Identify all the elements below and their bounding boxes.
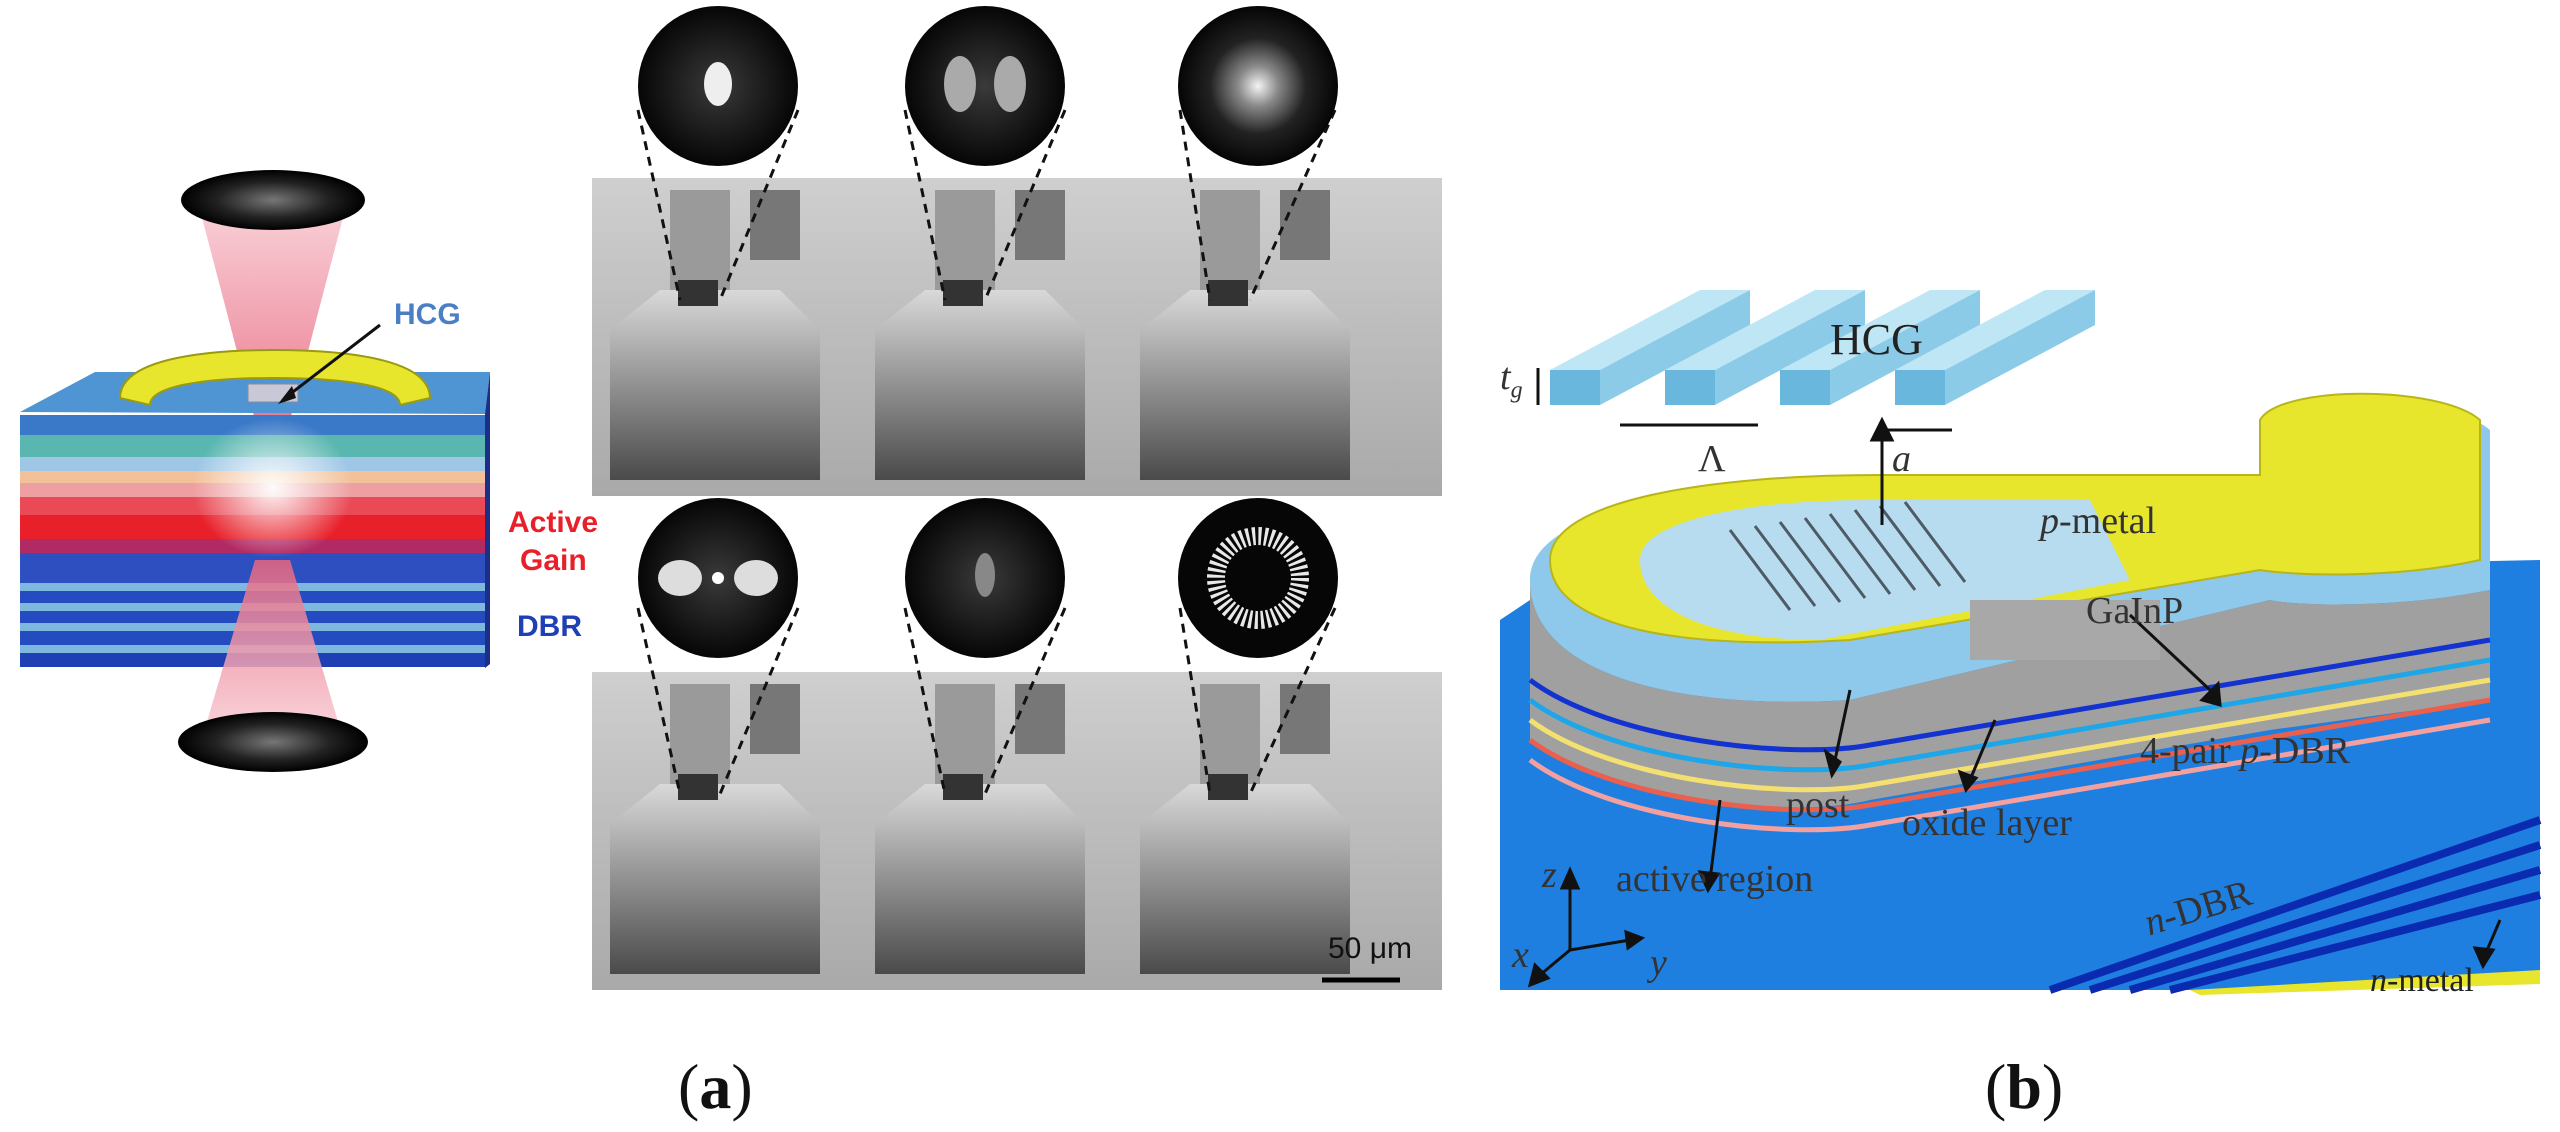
devices-bottom (610, 684, 1350, 974)
scale-bar-label: 50 μm (1328, 932, 1412, 965)
output-beam-bottom (200, 560, 345, 745)
mode-images-bottom (638, 498, 1338, 658)
label-n-metal: n-metal (2370, 962, 2474, 999)
label-gain: Gain (520, 544, 587, 577)
axis-label-z: z (1542, 854, 1557, 896)
ring-contact (118, 348, 432, 407)
caption-b: (b) (1985, 1051, 2064, 1122)
hcg-grating-small (1728, 501, 1967, 611)
zoom-cones-bottom (636, 607, 1337, 795)
far-field-spot-bottom (178, 712, 368, 772)
label-tg: tg (1500, 356, 1523, 404)
label-lambda: Λ (1698, 438, 1726, 480)
hcg-bars (1550, 290, 2095, 405)
devices-top (610, 190, 1350, 480)
mode-images-top (638, 6, 1338, 166)
label-p-dbr: 4-pair p-DBR (2140, 730, 2351, 772)
label-dbr: DBR (517, 610, 582, 643)
hcg-vcsel-schematic (20, 170, 490, 772)
label-post: post (1786, 784, 1850, 826)
label-hcg: HCG (394, 298, 461, 331)
label-gainp: GaInP (2086, 590, 2184, 632)
annotation-arrows (1527, 368, 2502, 988)
label-active: Active (508, 506, 599, 539)
panel-a-sem (592, 6, 1442, 990)
label-oxide: oxide layer (1902, 802, 2072, 844)
output-beam-top (200, 210, 345, 420)
n-metal-stripe (2190, 970, 2540, 995)
zoom-cones-top (636, 109, 1337, 301)
label-p-metal: p-metal (2040, 500, 2157, 542)
axis-label-x: x (1512, 934, 1529, 976)
label-hcg-b: HCG (1830, 315, 1923, 364)
axis-label-y: y (1650, 942, 1667, 984)
caption-a: (a) (678, 1051, 753, 1122)
label-active-region: active region (1616, 858, 1814, 900)
panel-b-diagram (1500, 290, 2542, 995)
far-field-spot-top (181, 170, 365, 230)
label-a: a (1892, 438, 1911, 480)
